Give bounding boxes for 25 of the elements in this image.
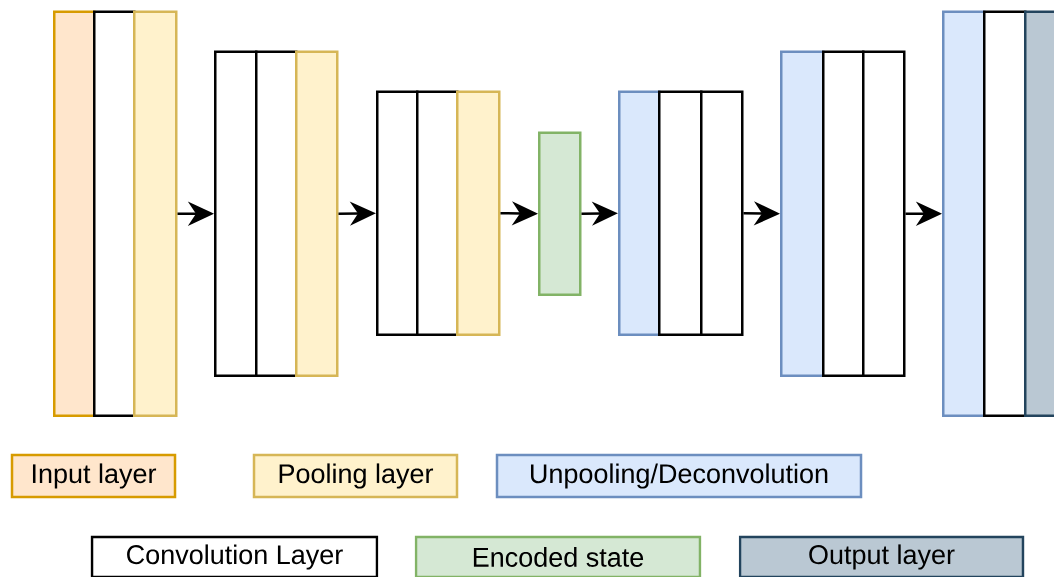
layer-bar: [133, 10, 178, 417]
layer-bar: [618, 90, 661, 336]
legend-item: Input layer: [10, 453, 177, 499]
legend-item: Convolution Layer: [90, 535, 379, 577]
layer-bar: [255, 50, 298, 377]
layer-bar: [1024, 10, 1054, 417]
layer-bar: [214, 50, 258, 377]
layer-bar: [658, 90, 703, 336]
layer-bar: [822, 50, 865, 377]
layer-bar: [538, 131, 582, 296]
layer-bar: [53, 10, 96, 417]
layer-bar: [700, 90, 744, 336]
legend-item: Output layer: [738, 535, 1025, 577]
layer-bar: [983, 10, 1027, 417]
layer-bar: [780, 50, 825, 377]
legend-item: Pooling layer: [252, 453, 459, 499]
layer-bar: [456, 90, 501, 336]
layer-bar: [416, 90, 459, 336]
layer-bar: [862, 50, 906, 377]
layer-bar: [942, 10, 986, 417]
layer-bar: [376, 90, 419, 336]
layer-bar: [93, 10, 136, 417]
legend-item: Unpooling/Deconvolution: [495, 453, 863, 499]
layer-bar: [295, 50, 339, 377]
legend-item: Encoded state: [414, 535, 702, 577]
